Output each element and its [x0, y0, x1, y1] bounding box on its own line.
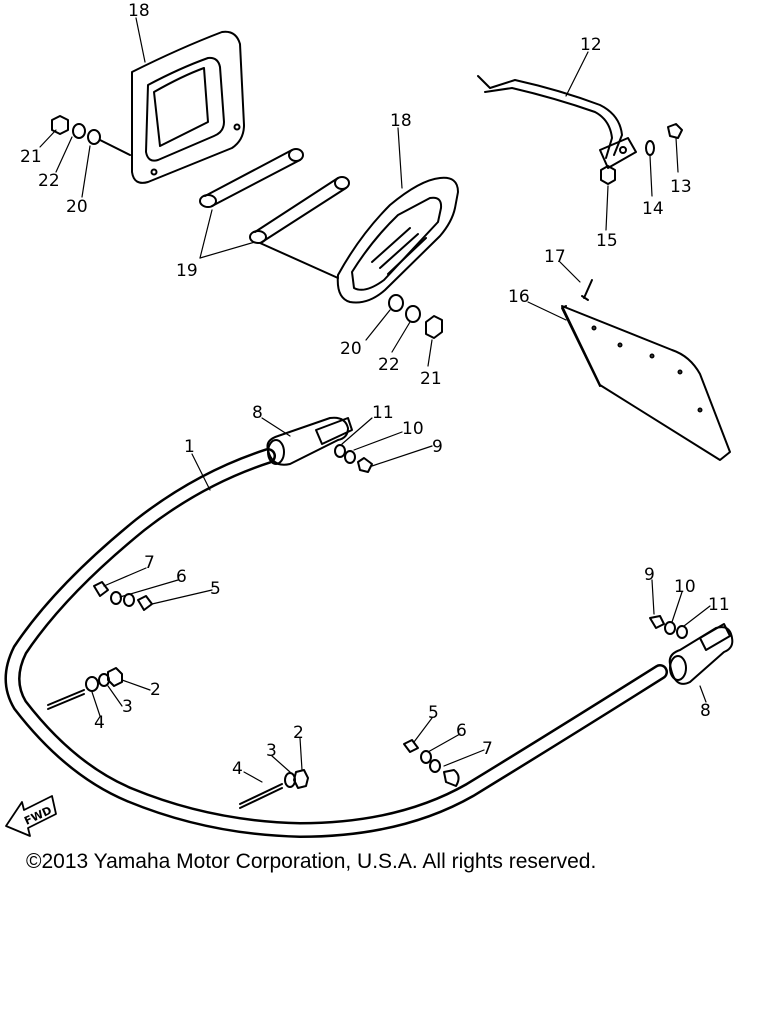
- callout-21: 21: [420, 369, 442, 389]
- callout-2: 2: [293, 723, 304, 743]
- callout-2: 2: [150, 680, 161, 700]
- fasteners-left-upper: [51, 115, 131, 156]
- handle-bar: [477, 75, 637, 169]
- callout-4: 4: [94, 713, 105, 733]
- rivet: [581, 279, 593, 301]
- callout-8: 8: [252, 403, 263, 423]
- fasteners-cap-upper: [334, 444, 373, 473]
- callout-4: 4: [232, 759, 243, 779]
- callout-14: 14: [642, 199, 664, 219]
- copyright-notice: ©2013 Yamaha Motor Corporation, U.S.A. A…: [26, 850, 597, 873]
- flap-plate: [561, 305, 731, 461]
- fasteners-handle: [600, 123, 683, 185]
- callout-labels: 18 21 22 20 19 18 20 22 21 12 13 14 15 1…: [20, 1, 730, 779]
- callout-22: 22: [38, 171, 60, 191]
- bumper-tube: [4, 448, 668, 838]
- callout-1: 1: [184, 437, 195, 457]
- mount-plate-left: [131, 30, 245, 184]
- callout-18: 18: [390, 111, 412, 131]
- bolt-bottom: [239, 769, 309, 809]
- callout-7: 7: [144, 553, 155, 573]
- fasteners-cap-lower: [649, 615, 688, 639]
- callout-17: 17: [544, 247, 566, 267]
- callout-3: 3: [266, 741, 277, 761]
- callout-5: 5: [210, 579, 221, 599]
- callout-19: 19: [176, 261, 198, 281]
- callout-7: 7: [482, 739, 493, 759]
- callout-16: 16: [508, 287, 530, 307]
- fasteners-lower-right: [403, 739, 460, 787]
- mount-shafts: [199, 148, 350, 279]
- parts-exploded-diagram: FWD 18 21 22 20 19 18 20 22 21 12 13 14 …: [4, 1, 734, 838]
- callout-9: 9: [432, 437, 443, 457]
- callout-12: 12: [580, 35, 602, 55]
- callout-8: 8: [700, 701, 711, 721]
- callout-15: 15: [596, 231, 618, 251]
- callout-5: 5: [428, 703, 439, 723]
- callout-18: 18: [128, 1, 150, 21]
- end-cap-upper: [266, 416, 353, 466]
- callout-10: 10: [674, 577, 696, 597]
- callout-11: 11: [708, 595, 730, 615]
- callout-21: 21: [20, 147, 42, 167]
- callout-9: 9: [644, 565, 655, 585]
- fwd-label: FWD: [22, 804, 54, 828]
- bolt-left-lower: [47, 667, 123, 710]
- callout-6: 6: [176, 567, 187, 587]
- mount-plate-right: [336, 176, 459, 304]
- callout-20: 20: [66, 197, 88, 217]
- callout-20: 20: [340, 339, 362, 359]
- callout-3: 3: [122, 697, 133, 717]
- callout-13: 13: [670, 177, 692, 197]
- callout-11: 11: [372, 403, 394, 423]
- callout-6: 6: [456, 721, 467, 741]
- leader-lines: [39, 17, 711, 783]
- fasteners-right-plate: [388, 294, 443, 339]
- callout-10: 10: [402, 419, 424, 439]
- forward-direction-arrow: FWD: [5, 795, 57, 837]
- end-cap-lower: [668, 623, 734, 685]
- callout-22: 22: [378, 355, 400, 375]
